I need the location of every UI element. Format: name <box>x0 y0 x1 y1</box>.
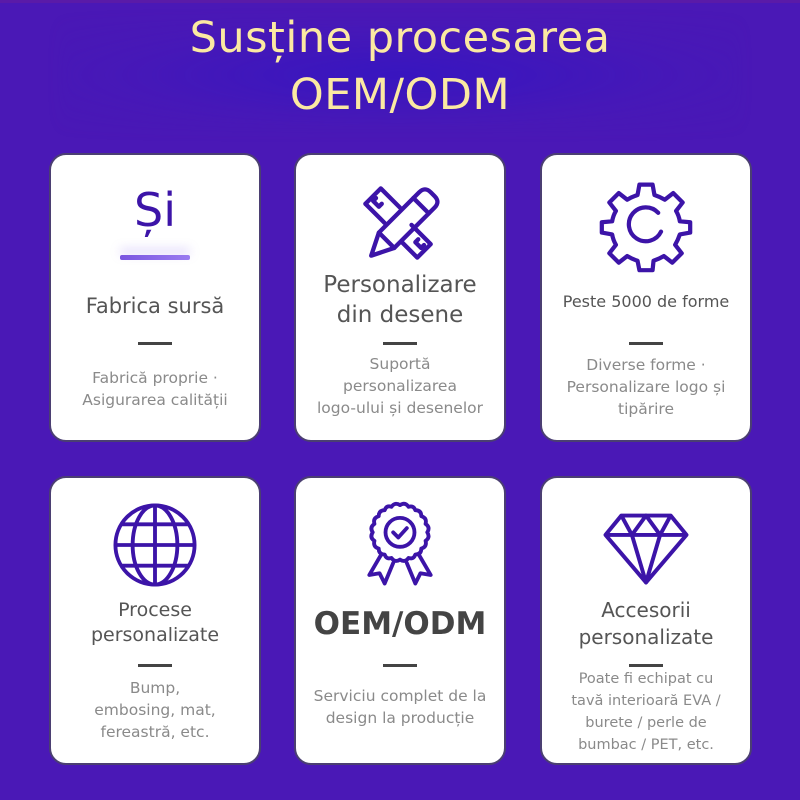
card-title: Personalizare din desene <box>302 270 498 330</box>
desc-line: fereastră, etc. <box>100 723 210 741</box>
header-glow <box>60 20 740 130</box>
card-description: Suportă personalizarea logo-ului și dese… <box>302 353 498 419</box>
pencil-ruler-icon <box>296 175 504 271</box>
card-divider <box>629 342 663 345</box>
feature-card-custom-processes: Procese personalizate Bump, embosing, ma… <box>49 476 261 765</box>
desc-line: logo-ului și desenelor <box>317 399 483 417</box>
title-line: personalizate <box>90 624 220 646</box>
desc-line: bumbac / PET, etc. <box>578 737 714 753</box>
si-logo-underline <box>120 255 190 260</box>
title-line-2: OEM/ODM <box>289 70 511 120</box>
title-line: din desene <box>336 302 464 328</box>
gear-icon <box>542 179 750 273</box>
desc-line: Bump, <box>129 679 181 697</box>
card-title: Fabrica sursă <box>85 294 225 318</box>
card-description: Bump, embosing, mat, fereastră, etc. <box>57 677 253 743</box>
desc-line: Poate fi echipat cu <box>578 671 714 687</box>
award-badge-icon <box>296 500 504 592</box>
card-title: Accesorii personalizate <box>548 597 744 651</box>
top-strip <box>0 0 800 3</box>
card-description: Fabrică proprie · Asigurarea calității <box>57 367 253 411</box>
desc-line: personalizarea <box>343 377 457 395</box>
title-line: personalizate <box>578 625 714 649</box>
desc-line: embosing, mat, <box>94 701 216 719</box>
diamond-icon <box>542 512 750 586</box>
title-line: Accesorii <box>601 598 691 622</box>
card-title: OEM/ODM <box>313 606 487 642</box>
feature-card-oem-odm: OEM/ODM Serviciu complet de la design la… <box>294 476 506 765</box>
desc-line: Diverse forme · <box>586 356 706 374</box>
desc-line: Asigurarea calității <box>82 391 228 409</box>
desc-line: design la producție <box>325 709 475 727</box>
card-description: Serviciu complet de la design la producț… <box>302 685 498 729</box>
title-line-1: Susține procesarea <box>189 13 611 63</box>
globe-icon <box>51 502 259 588</box>
card-divider <box>629 664 663 667</box>
page-title: Susține procesarea OEM/ODM <box>0 10 800 124</box>
si-logo: Și <box>51 185 259 235</box>
desc-line: burete / perle de <box>585 715 707 731</box>
card-description: Diverse forme · Personalizare logo și ti… <box>548 354 744 420</box>
desc-line: Suportă <box>369 355 431 373</box>
desc-line: Personalizare logo și <box>566 378 726 396</box>
title-line: Personalizare <box>323 272 477 298</box>
card-title: Peste 5000 de forme <box>562 292 730 311</box>
card-description: Poate fi echipat cu tavă interioară EVA … <box>548 668 744 756</box>
card-title: Procese personalizate <box>57 598 253 648</box>
desc-line: Fabrică proprie · <box>92 369 218 387</box>
card-divider <box>138 664 172 667</box>
feature-card-5000-shapes: Peste 5000 de forme Diverse forme · Pers… <box>540 153 752 442</box>
si-logo-text: Și <box>134 183 176 237</box>
feature-card-source-factory: Și Fabrica sursă Fabrică proprie · Asigu… <box>49 153 261 442</box>
card-divider <box>383 664 417 667</box>
feature-card-custom-accessories: Accesorii personalizate Poate fi echipat… <box>540 476 752 765</box>
feature-card-custom-drawings: Personalizare din desene Suportă persona… <box>294 153 506 442</box>
desc-line: Serviciu complet de la <box>313 687 487 705</box>
card-divider <box>138 342 172 345</box>
card-divider <box>383 342 417 345</box>
title-line: Procese <box>118 599 192 621</box>
desc-line: tipărire <box>618 400 674 418</box>
desc-line: tavă interioară EVA / <box>571 693 721 709</box>
